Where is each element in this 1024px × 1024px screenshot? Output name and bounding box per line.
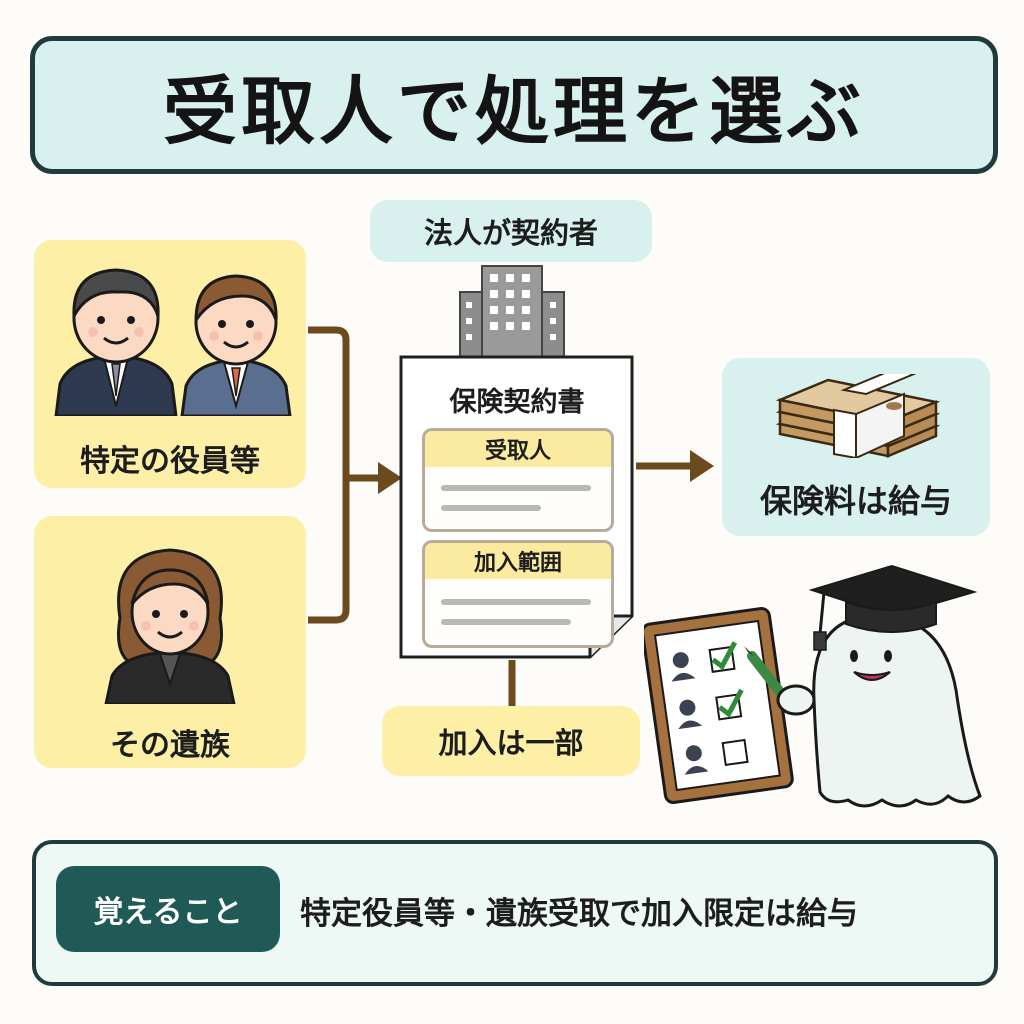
officers-illustration [54, 268, 292, 416]
result-label: 保険料は給与 [759, 482, 952, 520]
family-panel: その遺族 [34, 516, 306, 768]
section-scope-heading: 加入範囲 [425, 543, 611, 579]
page-title: 受取人で処理を選ぶ [163, 68, 865, 155]
contractor-label: 法人が契約者 [370, 200, 652, 262]
merge-arrow [308, 326, 402, 624]
section-recipient-heading: 受取人 [425, 431, 611, 467]
document-title: 保険契約書 [449, 387, 585, 418]
contract-document: 保険契約書 受取人 加入範囲 [398, 354, 636, 660]
family-person-icon [104, 548, 236, 704]
money-stack-icon [775, 374, 941, 458]
officers-label: 特定の役員等 [80, 444, 260, 479]
memo-text: 特定役員等・遺族受取で加入限定は給与 [300, 895, 858, 932]
document-section-recipient: 受取人 [422, 428, 614, 532]
family-label: その遺族 [110, 728, 230, 763]
ghost-mascot-with-checklist [644, 564, 982, 808]
document-section-scope: 加入範囲 [422, 540, 614, 648]
officers-panel: 特定の役員等 [34, 240, 306, 488]
memo-pill: 覚えること [56, 866, 280, 952]
partial-connector [508, 660, 516, 708]
title-box: 受取人で処理を選ぶ [30, 36, 998, 174]
result-panel: 保険料は給与 [722, 358, 990, 536]
result-arrow [636, 450, 714, 482]
partial-label: 加入は一部 [382, 706, 640, 776]
building-icon [459, 265, 565, 358]
officer-person-icon [54, 268, 178, 416]
officer-person-icon-2 [180, 274, 292, 416]
